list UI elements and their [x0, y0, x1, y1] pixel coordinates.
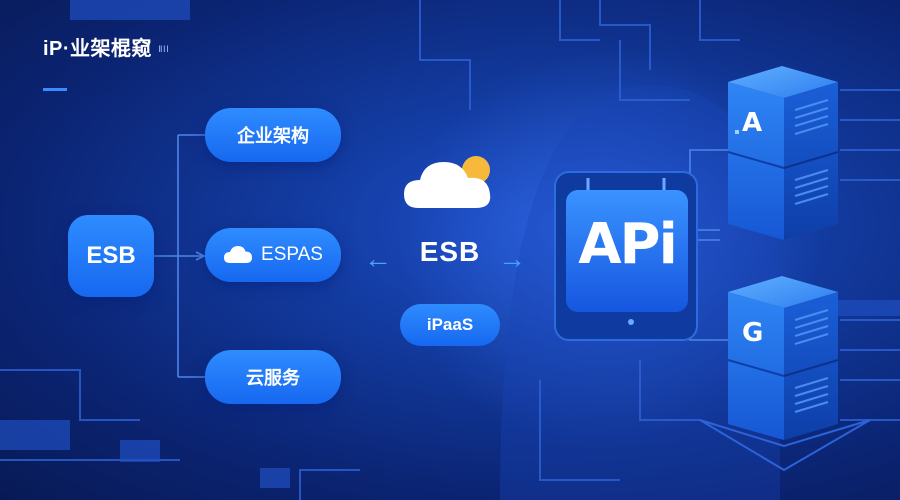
arrow-left-icon: ←	[364, 243, 392, 275]
server-g-label: G	[742, 318, 763, 348]
node-enterprise-architecture[interactable]: 企业架构	[205, 108, 341, 162]
esb-node-left[interactable]: ESB	[68, 215, 154, 297]
server-a-icon	[728, 66, 838, 240]
brand-title: iP·业架棍窥 ⅡⅠⅠ	[43, 32, 169, 61]
arrow-right-icon: →	[498, 243, 526, 275]
node-label: ESPAS	[261, 244, 323, 266]
esb-node-left-label: ESB	[86, 242, 135, 270]
brand-title-text: iP·业架棍窥	[43, 38, 152, 60]
api-label: APi	[566, 212, 688, 277]
node-espas[interactable]: ESPAS	[205, 228, 341, 282]
cloud-sun-icon	[404, 156, 490, 208]
brand-subtitle: ⅡⅠⅠ	[158, 44, 169, 54]
ipaas-badge-label: iPaaS	[427, 315, 473, 335]
brand-underline	[43, 88, 67, 91]
node-label: 云服务	[246, 364, 300, 390]
esb-center-label: ESB	[407, 236, 493, 268]
node-cloud-services[interactable]: 云服务	[205, 350, 341, 404]
node-label: 企业架构	[237, 122, 309, 148]
server-a-label: A	[742, 108, 762, 138]
cloud-icon	[223, 245, 253, 265]
ipaas-badge[interactable]: iPaaS	[400, 304, 500, 346]
